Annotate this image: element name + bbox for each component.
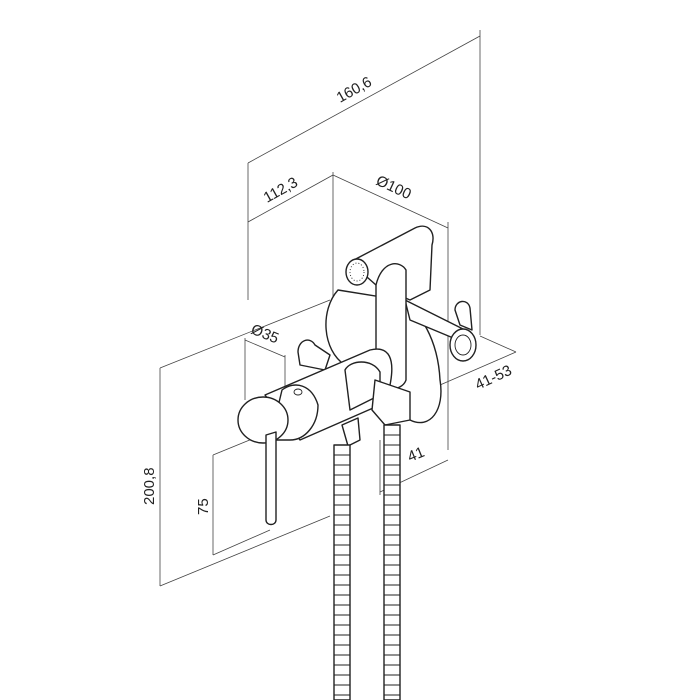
- mounting-bracket: [297, 299, 477, 371]
- dim-label-overall-height: 200,8: [141, 467, 158, 505]
- dim-label-body-depth: 112,3: [261, 174, 301, 207]
- dim-label-overall-depth: 160,6: [334, 73, 375, 106]
- shower-hoses: [333, 417, 401, 700]
- dim-label-plate-diameter: Ø100: [373, 172, 413, 203]
- dim-label-wall-depth: 41-53: [473, 362, 515, 394]
- mixer-lever-handle: [237, 396, 289, 526]
- dim-label-outlet-offset: 41: [405, 444, 427, 466]
- dimension-lines: [159, 30, 517, 587]
- dim-label-handle-height: 75: [195, 498, 212, 515]
